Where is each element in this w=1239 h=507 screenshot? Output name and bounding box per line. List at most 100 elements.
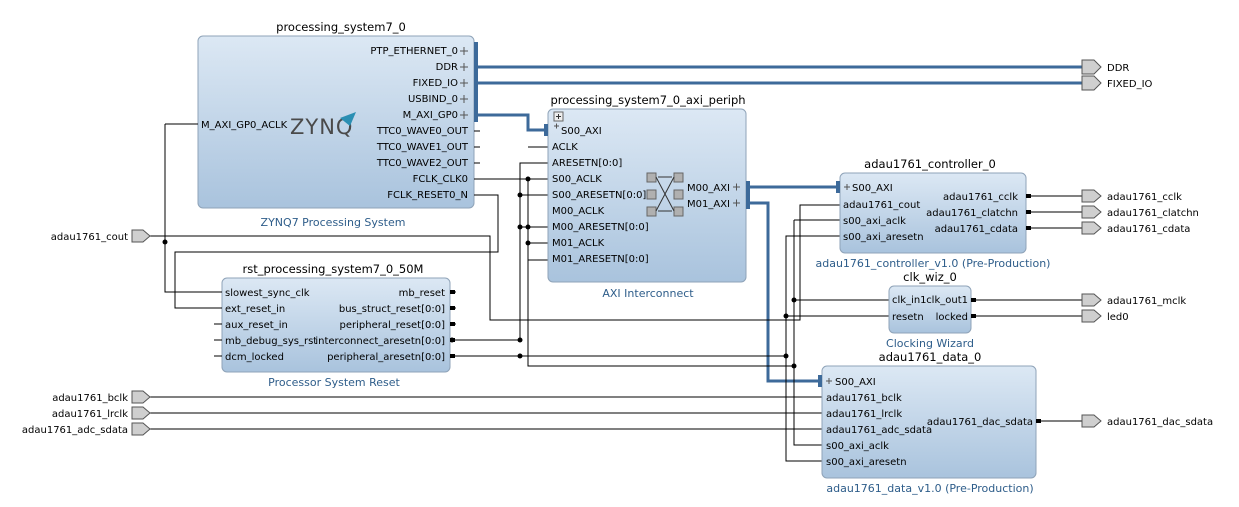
block-title: adau1761_controller_0 [864, 157, 996, 171]
pin-usbind-0[interactable]: USBIND_0 [408, 94, 458, 105]
pin-mb-debug-sys-rst[interactable]: mb_debug_sys_rst [225, 336, 317, 347]
pin-mb-reset[interactable]: mb_reset [399, 288, 445, 299]
port-adau1761-cclk[interactable]: adau1761_cclk [1081, 189, 1182, 203]
port-label: DDR [1107, 63, 1129, 74]
pin-locked[interactable]: locked [936, 312, 968, 323]
pin-adau1761-cout[interactable]: adau1761_cout [843, 200, 920, 211]
pin-list-left: S00_AXI ACLK ARESETN[0:0] S00_ACLK S00_A… [552, 123, 649, 265]
pin-s00-axi-aclk[interactable]: s00_axi_aclk [843, 216, 906, 227]
pin-fclk-clk0[interactable]: FCLK_CLK0 [413, 174, 468, 185]
port-adau1761-adc-sdata[interactable]: adau1761_adc_sdata [22, 422, 151, 436]
pin-ext-reset-in[interactable]: ext_reset_in [225, 304, 285, 315]
pin-ddr[interactable]: DDR [436, 62, 458, 73]
port-ddr[interactable]: DDR [1081, 59, 1129, 75]
pin-m01-aresetn[interactable]: M01_ARESETN[0:0] [552, 254, 649, 265]
external-output-ports: DDR FIXED_IO adau1761_cclk adau1761_clat… [1081, 59, 1213, 428]
port-label: adau1761_clatchn [1107, 208, 1199, 219]
port-label: adau1761_mclk [1107, 296, 1186, 307]
pin-s00-axi[interactable]: S00_AXI [835, 377, 876, 388]
pin-m01-axi[interactable]: M01_AXI [687, 199, 730, 210]
block-title: adau1761_data_0 [879, 350, 982, 364]
port-label: adau1761_cclk [1107, 192, 1182, 203]
pin-s00-axi[interactable]: S00_AXI [561, 126, 602, 137]
pin-list-left: M_AXI_GP0_ACLK [190, 120, 288, 131]
pin-s00-aclk[interactable]: S00_ACLK [552, 174, 602, 185]
block-title: processing_system7_0_axi_periph [550, 93, 745, 107]
pin-dcm-locked[interactable]: dcm_locked [225, 352, 284, 363]
wire-fclk-reset0-n[interactable] [174, 194, 499, 309]
pin-ttc0-wave2-out[interactable]: TTC0_WAVE2_OUT [376, 158, 469, 169]
pin-interconnect-aresetn[interactable]: interconnect_aresetn[0:0] [315, 336, 445, 347]
pin-s00-axi-aresetn[interactable]: s00_axi_aresetn [826, 457, 907, 468]
port-adau1761-lrclk[interactable]: adau1761_lrclk [52, 406, 151, 420]
block-processing-system7[interactable]: processing_system7_0 M_AXI_GP0_ACLK PTP_… [190, 20, 480, 229]
port-adau1761-bclk[interactable]: adau1761_bclk [52, 390, 151, 404]
port-label: adau1761_cout [51, 232, 128, 243]
block-title: clk_wiz_0 [903, 270, 957, 284]
port-led0[interactable]: led0 [1081, 309, 1129, 323]
pin-s00-aresetn[interactable]: S00_ARESETN[0:0] [552, 190, 646, 201]
pin-ttc0-wave1-out[interactable]: TTC0_WAVE1_OUT [376, 142, 469, 153]
pin-adau1761-dac-sdata[interactable]: adau1761_dac_sdata [927, 417, 1033, 428]
pin-adau1761-bclk[interactable]: adau1761_bclk [826, 393, 902, 404]
pin-list-left: clk_in1 resetn [892, 295, 927, 323]
wire-peripheral-aresetn[interactable] [452, 235, 890, 462]
wires [150, 65, 1082, 462]
pin-aclk[interactable]: ACLK [552, 142, 578, 153]
bus-stub [836, 181, 840, 193]
pin-s00-axi-aclk[interactable]: s00_axi_aclk [826, 441, 889, 452]
pin-aresetn[interactable]: ARESETN[0:0] [552, 158, 622, 169]
pin-ttc0-wave0-out[interactable]: TTC0_WAVE0_OUT [376, 126, 469, 137]
bus-stub [746, 181, 750, 209]
pin-ptp-ethernet-0[interactable]: PTP_ETHERNET_0 [370, 46, 458, 57]
pin-m00-aresetn[interactable]: M00_ARESETN[0:0] [552, 222, 649, 233]
expand-icon[interactable] [553, 111, 564, 122]
block-axi-interconnect[interactable]: processing_system7_0_axi_periph S00_AXI … [544, 93, 750, 300]
pin-slowest-sync-clk[interactable]: slowest_sync_clk [225, 288, 310, 299]
port-label: adau1761_lrclk [52, 409, 128, 420]
pin-adau1761-cclk[interactable]: adau1761_cclk [943, 192, 1018, 203]
block-subtitle: Clocking Wizard [886, 337, 974, 350]
pin-adau1761-adc-sdata[interactable]: adau1761_adc_sdata [826, 425, 932, 436]
pin-clk-in1[interactable]: clk_in1 [892, 295, 927, 306]
pin-peripheral-reset[interactable]: peripheral_reset[0:0] [340, 320, 446, 331]
block-proc-sys-reset[interactable]: rst_processing_system7_0_50M slowest_syn… [214, 262, 456, 389]
port-adau1761-dac-sdata[interactable]: adau1761_dac_sdata [1081, 414, 1213, 428]
pin-clk-out1[interactable]: clk_out1 [926, 295, 968, 306]
pin-adau1761-cdata[interactable]: adau1761_cdata [935, 224, 1018, 235]
pin-m00-axi[interactable]: M00_AXI [687, 183, 730, 194]
port-fixed-io[interactable]: FIXED_IO [1081, 75, 1153, 91]
pin-s00-axi[interactable]: S00_AXI [852, 183, 893, 194]
pin-resetn[interactable]: resetn [892, 312, 924, 323]
wire-interconnect-aresetn[interactable] [452, 162, 548, 341]
pin-m-axi-gp0[interactable]: M_AXI_GP0 [403, 110, 458, 121]
pin-fixed-io[interactable]: FIXED_IO [413, 78, 459, 89]
bus-m-axi-gp0[interactable] [478, 113, 546, 132]
port-adau1761-mclk[interactable]: adau1761_mclk [1081, 293, 1186, 307]
pin-m00-aclk[interactable]: M00_ACLK [552, 206, 605, 217]
pin-m01-aclk[interactable]: M01_ACLK [552, 238, 605, 249]
pin-adau1761-clatchn[interactable]: adau1761_clatchn [926, 208, 1018, 219]
port-label: adau1761_bclk [52, 393, 128, 404]
pin-list-right: adau1761_cclk adau1761_clatchn adau1761_… [926, 192, 1031, 235]
pin-peripheral-aresetn[interactable]: peripheral_aresetn[0:0] [327, 352, 445, 363]
pin-m-axi-gp0-aclk[interactable]: M_AXI_GP0_ACLK [201, 120, 288, 131]
pin-bus-struct-reset[interactable]: bus_struct_reset[0:0] [339, 304, 445, 315]
pin-list-right: mb_reset bus_struct_reset[0:0] periphera… [315, 288, 456, 363]
pin-fclk-reset0-n[interactable]: FCLK_RESET0_N [387, 190, 468, 201]
port-adau1761-clatchn[interactable]: adau1761_clatchn [1081, 205, 1199, 219]
pin-adau1761-lrclk[interactable]: adau1761_lrclk [826, 409, 902, 420]
block-title: processing_system7_0 [276, 20, 406, 34]
port-adau1761-cout[interactable]: adau1761_cout [51, 229, 151, 243]
pin-aux-reset-in[interactable]: aux_reset_in [225, 320, 288, 331]
wire-adau1761-cout[interactable] [150, 204, 840, 321]
block-clocking-wizard[interactable]: clk_wiz_0 clk_in1 resetn clk_out1 locked… [886, 270, 976, 350]
block-adau1761-controller[interactable]: adau1761_controller_0 S00_AXI adau1761_c… [816, 157, 1051, 270]
port-adau1761-cdata[interactable]: adau1761_cdata [1081, 221, 1190, 235]
bus-stub [544, 124, 548, 136]
pin-list-left: S00_AXI adau1761_bclk adau1761_lrclk ada… [826, 377, 932, 468]
pin-s00-axi-aresetn[interactable]: s00_axi_aresetn [843, 232, 924, 243]
pin-list-right: M00_AXI M01_AXI [687, 181, 750, 210]
block-adau1761-data[interactable]: adau1761_data_0 S00_AXI adau1761_bclk ad… [818, 350, 1041, 495]
